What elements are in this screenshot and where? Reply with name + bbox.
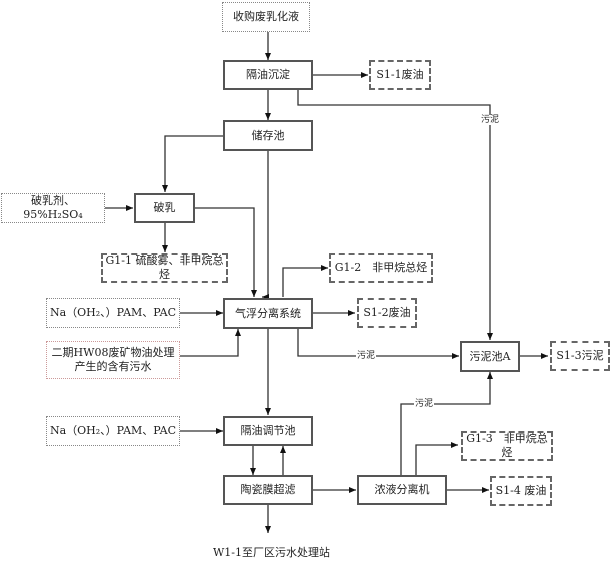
w1-1-destination-label: W1-1至厂区污水处理站 [213,546,331,559]
sludge-tank-label: 污泥池A [469,349,511,363]
chem-input-2-node: Na（OH₂、）PAM、PAC [46,416,180,446]
s1-3-output-node: S1-3污泥 [550,341,610,371]
storage-node: 储存池 [223,120,313,151]
s1-3-label: S1-3污泥 [556,349,604,362]
ceramic-uf-node: 陶瓷膜超滤 [223,475,313,505]
demulsify-label: 破乳 [153,201,176,214]
s1-2-label: S1-2废油 [363,306,411,319]
s1-1-output-node: S1-1废油 [369,60,431,90]
chem-input-1-label: Na（OH₂、）PAM、PAC [49,306,177,319]
edge-separation-sludge-to-tank [297,90,493,340]
g1-3-label: G1-3 非甲烷总烃 [466,432,548,459]
oil-separation-node: 隔油沉淀 [223,60,313,90]
demulsify-input-node: 破乳剂、95%H₂SO₄ [1,193,105,223]
storage-label: 储存池 [251,128,285,142]
concentrate-separator-node: 浓液分离机 [357,475,447,505]
edge-separator-sludge-to-tank [400,372,493,475]
g1-1-label: G1-1 硫酸雾、非甲烷总烃 [105,254,224,281]
flotation-label: 气浮分离系统 [235,306,301,320]
edge-label-sludge-3: 污泥 [414,399,435,409]
hw08-input-node: 二期HW08废矿物油处理产生的含有污水 [46,341,180,379]
g1-2-output-node: G1-2 非甲烷总烃 [329,253,433,283]
edge-hw08-to-flotation [180,329,241,357]
demulsify-node: 破乳 [134,193,195,223]
concentrate-separator-label: 浓液分离机 [374,483,430,496]
edge-flotation-sludge-to-tank [297,329,459,359]
raw-input-node: 收购废乳化液 [222,2,310,32]
flotation-node: 气浮分离系统 [223,298,313,329]
oil-separation-label: 隔油沉淀 [246,68,290,81]
ceramic-uf-label: 陶瓷膜超滤 [240,483,296,496]
edge-flotation-to-g1-2 [282,265,328,297]
edge-separator-to-g1-3 [415,442,458,475]
chem-input-2-label: Na（OH₂、）PAM、PAC [49,424,177,437]
s1-4-output-node: S1-4 废油 [490,476,552,506]
s1-2-output-node: S1-2废油 [357,298,417,328]
g1-1-output-node: G1-1 硫酸雾、非甲烷总烃 [101,253,228,283]
demulsify-input-label: 破乳剂、95%H₂SO₄ [23,194,83,221]
hw08-input-label: 二期HW08废矿物油处理产生的含有污水 [51,346,175,373]
g1-3-output-node: G1-3 非甲烷总烃 [461,431,553,461]
edge-storage-to-flotation [262,151,269,300]
raw-input-label: 收购废乳化液 [233,10,299,23]
s1-4-label: S1-4 废油 [495,484,547,497]
oil-adjust-tank-node: 隔油调节池 [223,416,313,446]
edge-label-sludge-2: 污泥 [356,351,377,361]
sludge-tank-node: 污泥池A [460,341,520,372]
edge-demulsify-to-flotation [195,207,257,297]
edge-label-sludge-1: 污泥 [480,115,501,125]
s1-1-label: S1-1废油 [376,68,424,81]
chem-input-1-node: Na（OH₂、）PAM、PAC [46,298,180,328]
edge-storage-to-demulsify [162,135,223,192]
oil-adjust-tank-label: 隔油调节池 [240,424,296,437]
g1-2-label: G1-2 非甲烷总烃 [334,261,428,274]
